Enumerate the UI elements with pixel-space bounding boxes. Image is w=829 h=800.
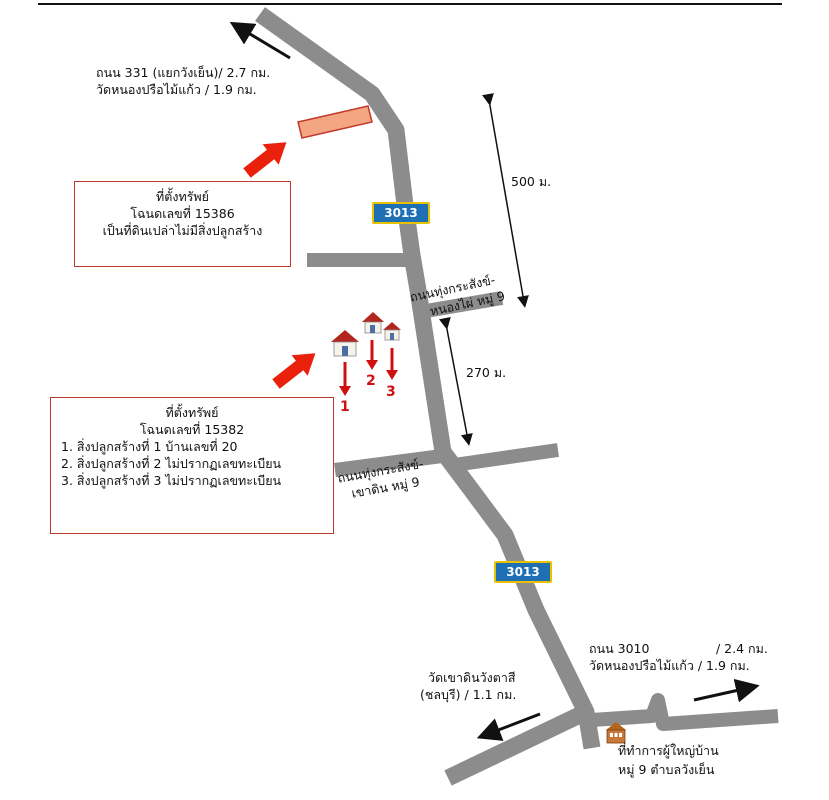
destination-wat-khao-din: วัดเขาดินวังตาสี [428,670,516,685]
pointer-arrow-icon [243,142,287,178]
house-icon [362,312,384,334]
building-number-2: 2 [366,373,376,389]
route-shield-3013-upper: 3013 [372,202,430,224]
distance-label-270m: 270 ม. [466,365,507,380]
destination-wat-nong-prue-top: วัดหนองปรือไม้แก้ว / 1.9 กม. [96,82,257,97]
road-lower-right-branch [446,443,559,473]
property-box-15382: ที่ตั้งทรัพย์ โฉนดเลขที่ 15382 1. สิ่งปล… [50,397,334,534]
building-1-arrow [339,362,351,396]
building-number-1: 1 [340,399,350,415]
building-2-arrow [366,340,378,370]
property-box-15386-deed: โฉนดเลขที่ 15386 [130,206,235,221]
road-lower-left-branch [334,449,443,477]
office-label-line1: ที่ทำการผู้ใหญ่บ้าน [618,743,719,758]
property-box-15382-deed: โฉนดเลขที่ 15382 [139,422,245,437]
direction-arrow-icon [693,678,760,703]
road-southwest-branch [444,704,590,786]
office-building-icon [606,722,626,744]
property-box-15382-item: 1. สิ่งปลูกสร้างที่ 1 บ้านเลขที่ 20 [61,439,238,454]
road-3010-branch [591,693,779,731]
destination-chonburi: (ชลบุรี) / 1.1 กม. [420,687,517,702]
distance-arrow-500m [482,93,529,308]
house-icon [331,330,359,357]
direction-arrow-icon [476,712,541,741]
destination-route-331: ถนน 331 (แยกวังเย็น)/ 2.7 กม. [96,65,271,80]
property-box-15382-item: 2. สิ่งปลูกสร้างที่ 2 ไม่ปรากฏเลขทะเบียน [61,456,282,471]
building-3-arrow [386,348,398,380]
distance-label-500m: 500 ม. [511,174,552,189]
property-box-15386-note: เป็นที่ดินเปล่าไม่มีสิ่งปลูกสร้าง [102,223,263,238]
direction-arrow-icon [229,21,291,60]
building-number-3: 3 [386,384,396,400]
parcel-15386 [297,105,373,139]
main-road-3013 [255,7,601,750]
destination-wat-nong-prue-bottom: วัดหนองปรือไม้แก้ว / 1.9 กม. [589,658,750,673]
office-label-line2: หมู่ 9 ตำบลวังเย็น [618,762,715,777]
pointer-arrow-icon [272,353,316,389]
route-shield-3013-lower: 3013 [494,561,552,583]
destination-route-3010-distance: / 2.4 กม. [716,641,768,656]
distance-arrow-270m [438,316,473,446]
property-box-15382-item: 3. สิ่งปลูกสร้างที่ 3 ไม่ปรากฏเลขทะเบียน [61,473,282,488]
destination-route-3010: ถนน 3010 [589,641,650,656]
property-box-15386: ที่ตั้งทรัพย์ โฉนดเลขที่ 15386 เป็นที่ดิ… [74,181,291,267]
property-box-15382-title: ที่ตั้งทรัพย์ [165,405,219,420]
property-box-15386-title: ที่ตั้งทรัพย์ [156,189,209,204]
house-icon [383,322,401,341]
